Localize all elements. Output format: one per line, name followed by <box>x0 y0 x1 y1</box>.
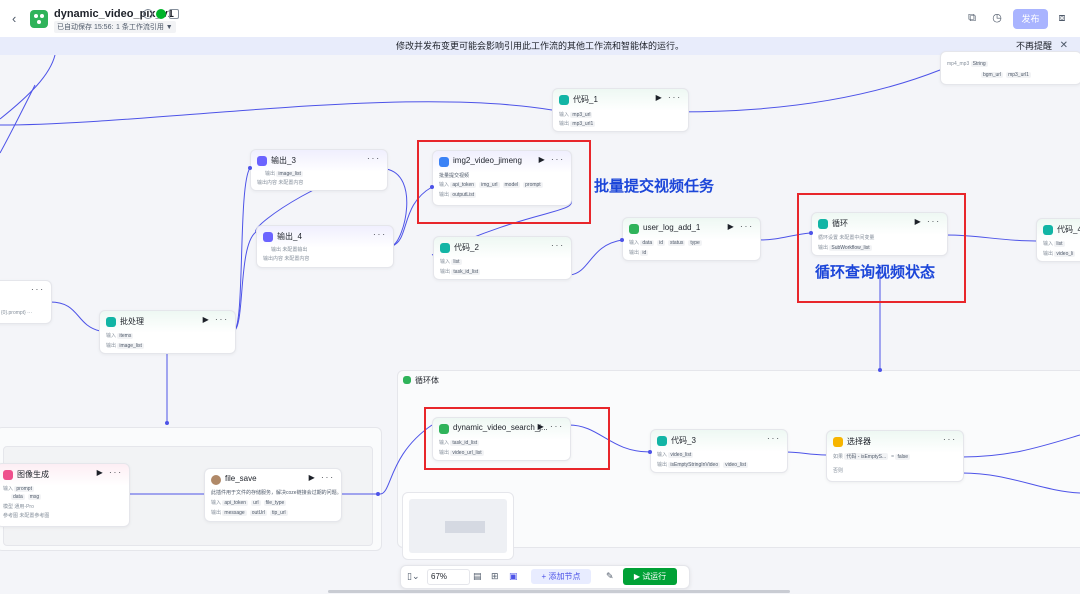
comment-icon[interactable]: ▤ <box>473 571 482 581</box>
loop-body-title: 循环体 <box>415 376 439 385</box>
pointer-mode-icon[interactable]: ▯⌄ <box>407 571 420 581</box>
node-img2-video-jimeng[interactable]: img2_video_jimeng ▶ ··· 批量提交视频 输入 api_to… <box>432 150 572 206</box>
port[interactable] <box>430 185 434 189</box>
canvas-toolbar: ▯⌄ 67% ▤ ⊞ ▣ + 添加节点 ✎ ▶ 试运行 <box>400 565 690 589</box>
banner-text: 修改并发布变更可能会影响引用此工作流的其他工作流和智能体的运行。 <box>395 41 684 51</box>
node-controls[interactable]: ▶ ··· <box>914 217 941 226</box>
node-controls[interactable]: ▶ ··· <box>727 222 754 231</box>
output-icon <box>257 156 267 166</box>
node-controls[interactable]: ▶ ··· <box>96 468 123 477</box>
annotation-loop-query: 循环查询视频状态 <box>815 264 936 281</box>
batch-icon <box>106 317 116 327</box>
node-code-3[interactable]: 代码_3 ··· 输入 video_list 输出 isEmptyStringI… <box>650 429 788 473</box>
zoom-select[interactable]: 67% <box>427 569 470 585</box>
node-file-save[interactable]: file_save ▶ ··· 此插件用于文件的存储服务，解决coze链接会过期… <box>204 468 342 522</box>
node-partial-left[interactable]: ··· {0}.prompt} ··· <box>0 280 52 324</box>
node-controls[interactable]: ··· <box>943 435 957 444</box>
edit-icon[interactable] <box>169 9 179 19</box>
history-icon[interactable]: ◷ <box>992 12 1002 24</box>
annotation-batch-submit: 批量提交视频任务 <box>594 178 715 195</box>
node-output-3[interactable]: 输出_3 ··· 输出 image_list 输出内容 未配置内容 <box>250 149 388 191</box>
image-gen-icon <box>3 470 13 480</box>
warning-banner: 修改并发布变更可能会影响引用此工作流的其他工作流和智能体的运行。 不再提醒 ✕ <box>0 37 1080 55</box>
layout-icon[interactable]: ⊞ <box>491 571 499 581</box>
node-controls[interactable]: ▶ ··· <box>538 155 565 164</box>
close-icon[interactable]: ✕ <box>1059 40 1068 51</box>
test-settings-icon[interactable]: ✎ <box>606 571 614 581</box>
node-code-2[interactable]: 代码_2 ··· 输入 list 输出 task_id_list <box>433 236 572 280</box>
node-code-4[interactable]: 代码_4 输入 list 输出 video_li <box>1036 218 1080 262</box>
node-controls[interactable]: ▶ ··· <box>655 93 682 102</box>
selector-icon <box>833 437 843 447</box>
more-icon[interactable]: ⧈ <box>1058 12 1066 24</box>
node-controls[interactable]: ▶ ··· <box>202 315 229 324</box>
annotation-box-loop-query <box>797 193 966 303</box>
workflow-canvas[interactable]: 循环体 mp4_mp3 Str <box>0 51 1080 594</box>
node-controls[interactable]: ▶ ··· <box>308 473 335 482</box>
port[interactable] <box>648 450 652 454</box>
test-run-button[interactable]: ▶ 试运行 <box>623 568 677 585</box>
code-icon <box>440 243 450 253</box>
node-controls[interactable]: ▶ ··· <box>537 422 564 431</box>
node-batch[interactable]: 批处理 ▶ ··· 输入 items 输出 image_list <box>99 310 236 354</box>
port[interactable] <box>809 231 813 235</box>
publish-button[interactable]: 发布 <box>1013 9 1048 29</box>
loop-body-icon <box>403 376 411 384</box>
reference-count-dropdown[interactable]: 1 条工作流引用 ▼ <box>113 21 176 33</box>
copy-icon[interactable]: ⧉ <box>968 12 976 24</box>
node-controls[interactable]: ··· <box>373 230 387 239</box>
node-controls[interactable]: ··· <box>767 434 781 443</box>
port[interactable] <box>878 368 882 372</box>
annotation-box-batch-submit <box>417 140 591 224</box>
minimap[interactable] <box>402 492 514 560</box>
plugin-icon <box>629 224 639 234</box>
node-loop[interactable]: 循环 ▶ ··· 循环设置 未配置中间变量 输出 SubWorkflow_lis… <box>811 212 948 256</box>
output-icon <box>263 232 273 242</box>
node-controls[interactable]: ··· <box>551 241 565 250</box>
node-controls[interactable]: ··· <box>31 285 45 294</box>
workflow-icon <box>439 424 449 434</box>
dont-remind-button[interactable]: 不再提醒 <box>1015 41 1052 51</box>
horizontal-scrollbar[interactable] <box>328 590 790 593</box>
port[interactable] <box>620 238 624 242</box>
node-controls[interactable]: ··· <box>367 154 381 163</box>
node-output-4[interactable]: 输出_4 ··· 输出 未配置输出 输出内容 未配置内容 <box>256 225 394 268</box>
top-bar: ‹ dynamic_video_pix_v1 已自动保存 15:56:16 1 … <box>0 0 1080 38</box>
plugin-icon <box>439 157 449 167</box>
add-node-button[interactable]: + 添加节点 <box>531 569 591 584</box>
plugin-avatar-icon <box>211 475 221 485</box>
annotation-box-video-search <box>424 407 610 470</box>
node-selector[interactable]: 选择器 ··· 如果 代码 - isEmptyS...= false 否则 <box>826 430 964 482</box>
code-icon <box>1043 225 1053 235</box>
minimap-toggle-icon[interactable]: ▣ <box>509 571 518 581</box>
node-code-1[interactable]: 代码_1 ▶ ··· 输入 mp3_url 输出 mp3_url1 <box>552 88 689 132</box>
code-icon <box>559 95 569 105</box>
autosave-badge: 已自动保存 15:56:16 <box>54 21 125 33</box>
chevron-left-icon[interactable]: ‹ <box>12 11 17 26</box>
code-icon <box>657 436 667 446</box>
node-dynamic-video-search[interactable]: dynamic_video_search_j... ▶ ··· 输入 task_… <box>432 417 571 461</box>
info-icon[interactable] <box>143 9 153 19</box>
workflow-logo-icon <box>30 10 48 28</box>
port[interactable] <box>248 166 252 170</box>
port[interactable] <box>376 492 380 496</box>
loop-icon <box>818 219 828 229</box>
port[interactable] <box>165 421 169 425</box>
status-check-icon <box>156 9 166 19</box>
